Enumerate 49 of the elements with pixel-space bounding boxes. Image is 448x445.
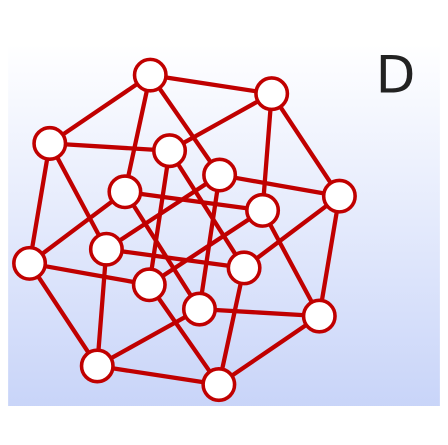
- node-circle: [80, 348, 115, 383]
- connector: [231, 322, 308, 377]
- connector: [30, 158, 50, 248]
- connector: [156, 296, 212, 372]
- connector: [122, 248, 229, 268]
- connector: [110, 314, 187, 360]
- node-circle: [132, 57, 168, 92]
- connector: [41, 199, 114, 255]
- node-circle: [201, 366, 236, 402]
- connector: [158, 86, 212, 163]
- connector: [278, 106, 332, 184]
- connector: [96, 264, 108, 350]
- node-circle: [322, 178, 357, 214]
- node-circle: [88, 231, 124, 266]
- connector: [220, 282, 243, 369]
- connector: [126, 90, 149, 176]
- connector: [132, 204, 193, 296]
- connector: [182, 99, 259, 144]
- connector: [200, 190, 220, 293]
- node-circle: [12, 245, 48, 280]
- connector: [140, 191, 248, 210]
- node-circle: [32, 125, 68, 160]
- connector: [66, 142, 154, 152]
- connector: [44, 264, 134, 284]
- connector: [150, 166, 170, 269]
- connector: [255, 204, 328, 260]
- connector: [36, 275, 90, 353]
- connector: [62, 82, 138, 136]
- connector: [215, 307, 304, 317]
- node-circle: [202, 157, 238, 192]
- connector: [262, 108, 273, 194]
- connector: [112, 366, 204, 384]
- node-circle: [107, 174, 142, 209]
- node-circle: [226, 250, 262, 285]
- connector: [55, 156, 101, 236]
- connector: [320, 210, 339, 300]
- node-circle: [245, 192, 280, 228]
- connector: [118, 182, 208, 242]
- node-circle: [182, 291, 217, 326]
- connector: [166, 74, 256, 93]
- label: D: [376, 45, 416, 106]
- connector: [234, 175, 324, 195]
- connector: [268, 223, 314, 303]
- connector: [176, 162, 238, 256]
- node-circle: [254, 76, 290, 111]
- connector: [162, 216, 250, 278]
- node-circle: [302, 298, 337, 334]
- node-circle: [132, 266, 167, 302]
- node-circle: [152, 132, 188, 168]
